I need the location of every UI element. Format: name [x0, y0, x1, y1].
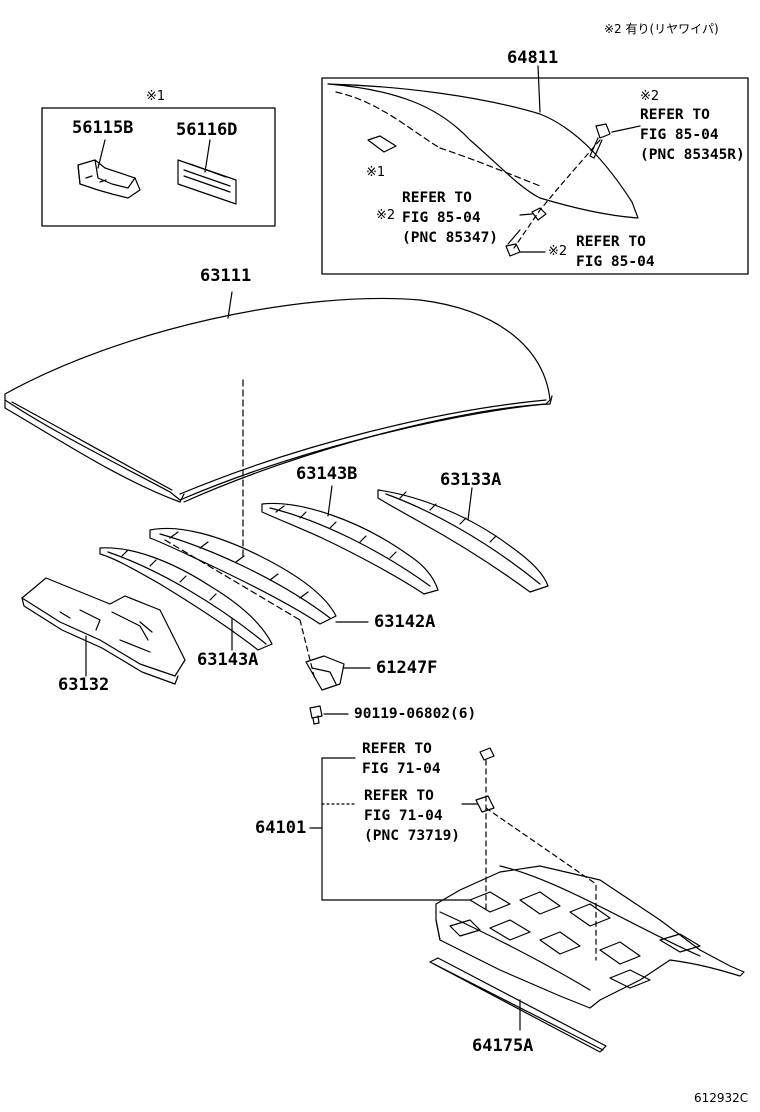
mark2-glass-mid-note: ※2 [376, 208, 396, 223]
part-number-63143a[interactable]: 63143A [197, 650, 259, 670]
refer-glass-wiper-line2: FIG 85-04 [640, 127, 719, 143]
refer-glass-bot-line2: FIG 85-04 [576, 254, 655, 270]
strip-64175a-drawing [429, 957, 607, 1053]
rail-63142a-drawing [149, 527, 369, 681]
part-number-63142a[interactable]: 63142A [374, 612, 436, 632]
part-number-61247f[interactable]: 61247F [376, 658, 438, 678]
refer-shelf-mid-line1: REFER TO [364, 788, 434, 804]
part-number-64175a[interactable]: 64175A [472, 1036, 534, 1056]
package-tray-64101-drawing [309, 747, 745, 1009]
part-number-64101[interactable]: 64101 [255, 818, 307, 838]
refer-glass-bot-line1: REFER TO [576, 234, 646, 250]
header-note: ※2 有り(リヤワイパ) [604, 22, 719, 36]
part-number-56116d[interactable]: 56116D [176, 120, 238, 140]
part-number-63111[interactable]: 63111 [200, 266, 252, 286]
refer-glass-mid-line3: (PNC 85347) [402, 230, 499, 246]
plate-56116d-drawing [177, 139, 237, 205]
refer-glass-wiper-line3: (PNC 85345R) [640, 147, 745, 163]
footer-code: 612932C [694, 1091, 749, 1105]
mark2-glass-bot-note: ※2 [548, 244, 568, 259]
part-number-64811[interactable]: 64811 [507, 48, 559, 68]
bracket-61247f-drawing [305, 655, 371, 691]
rail-63143b-drawing [261, 485, 439, 595]
refer-glass-bot[interactable]: REFER TO FIG 85-04 [576, 232, 655, 272]
roof-panel-63111-drawing [4, 291, 553, 561]
refer-shelf-mid-line3: (PNC 73719) [364, 828, 461, 844]
panel-63132-drawing [21, 577, 186, 685]
back-glass-box-frame [321, 77, 749, 275]
refer-shelf-mid[interactable]: REFER TO FIG 71-04 (PNC 73719) [364, 786, 460, 846]
mark1-glass-note: ※1 [366, 165, 386, 180]
part-number-63143b[interactable]: 63143B [296, 464, 358, 484]
refer-shelf-top-line1: REFER TO [362, 741, 432, 757]
part-number-63132[interactable]: 63132 [58, 675, 110, 695]
refer-glass-mid[interactable]: REFER TO FIG 85-04 (PNC 85347) [402, 188, 498, 248]
refer-glass-wiper-line1: REFER TO [640, 107, 710, 123]
rail-63133a-drawing [377, 487, 549, 593]
part-number-56115b[interactable]: 56115B [72, 118, 134, 138]
part-number-90119[interactable]: 90119-06802(6) [354, 706, 477, 722]
refer-shelf-top-line2: FIG 71-04 [362, 761, 441, 777]
accessory-box-frame [41, 107, 276, 227]
part-number-63133a[interactable]: 63133A [440, 470, 502, 490]
mark1-box-note: ※1 [146, 89, 166, 104]
refer-glass-wiper[interactable]: REFER TO FIG 85-04 (PNC 85345R) [640, 105, 745, 165]
bolt-90119-drawing [309, 705, 349, 725]
rail-63143a-drawing [99, 547, 273, 651]
refer-glass-mid-line1: REFER TO [402, 190, 472, 206]
mark2-glass-top-note: ※2 [640, 89, 660, 104]
clip-56115b-drawing [77, 139, 141, 199]
refer-shelf-top[interactable]: REFER TO FIG 71-04 [362, 739, 441, 779]
refer-shelf-mid-line2: FIG 71-04 [364, 808, 443, 824]
refer-glass-mid-line2: FIG 85-04 [402, 210, 481, 226]
back-window-glass-drawing [327, 65, 641, 257]
